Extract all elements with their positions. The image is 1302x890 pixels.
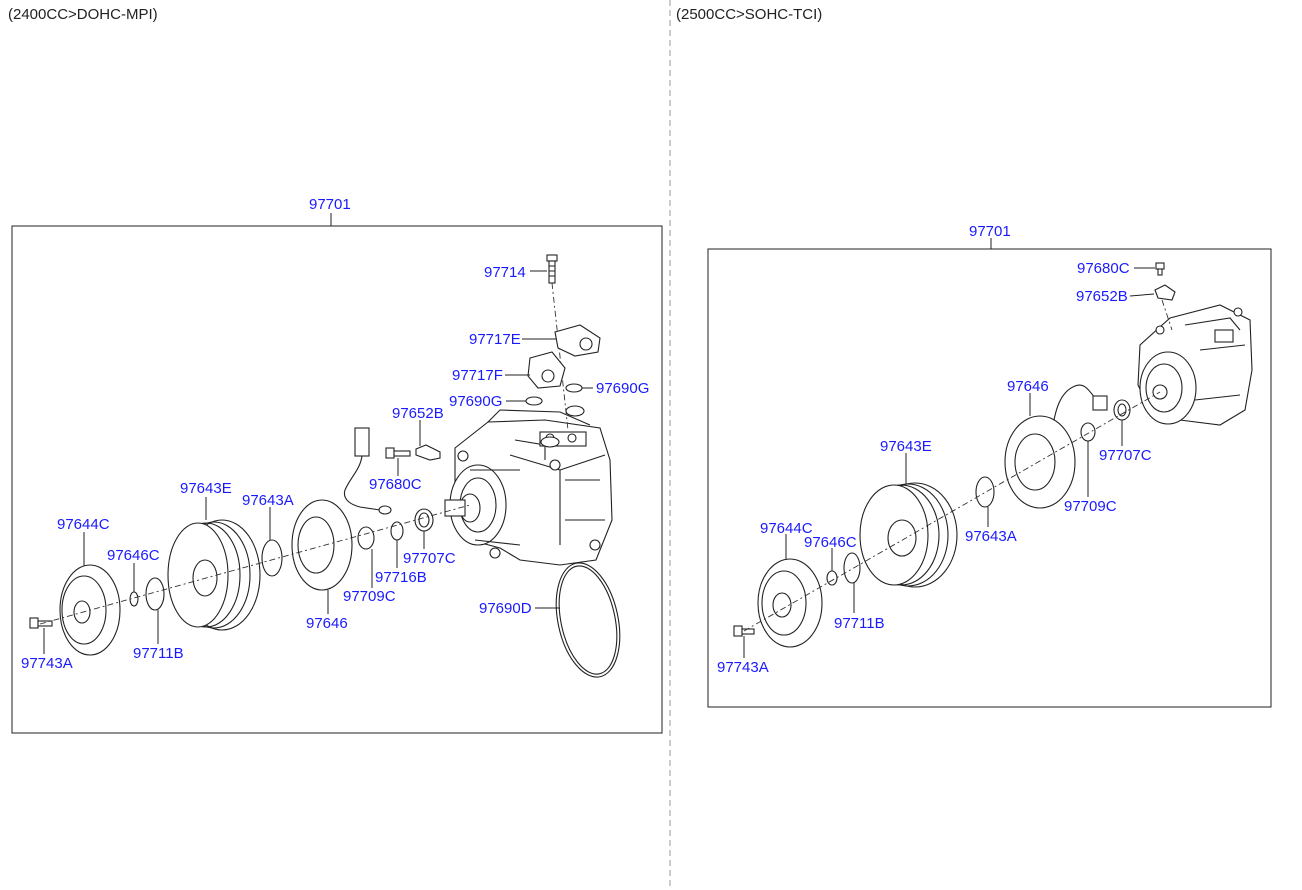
right-label-97707C[interactable]: 97707C bbox=[1099, 447, 1152, 464]
left-label-97652B[interactable]: 97652B bbox=[392, 405, 444, 422]
left-bearing-97707C bbox=[414, 508, 434, 532]
left-label-97690G-a[interactable]: 97690G bbox=[596, 380, 649, 397]
left-panel-engine-title: (2400CC>DOHC-MPI) bbox=[8, 6, 158, 23]
left-label-97643A[interactable]: 97643A bbox=[242, 492, 294, 509]
left-oring-97690G-b bbox=[525, 396, 543, 406]
left-label-97717F[interactable]: 97717F bbox=[452, 367, 503, 384]
left-label-97707C[interactable]: 97707C bbox=[403, 550, 456, 567]
left-label-97643E[interactable]: 97643E bbox=[180, 480, 232, 497]
left-fitting-97717E bbox=[554, 324, 601, 357]
right-seal-97709C bbox=[1080, 422, 1096, 442]
right-label-97646[interactable]: 97646 bbox=[1007, 378, 1049, 395]
left-label-97743A[interactable]: 97743A bbox=[21, 655, 73, 672]
right-ring-97643A bbox=[975, 476, 995, 508]
right-bracket-97652B bbox=[1154, 284, 1176, 301]
left-compressor-body bbox=[444, 409, 613, 566]
right-shim-97646C bbox=[826, 570, 838, 586]
right-pulley-97643E bbox=[859, 482, 958, 588]
right-label-97680C[interactable]: 97680C bbox=[1077, 260, 1130, 277]
right-label-97652B[interactable]: 97652B bbox=[1076, 288, 1128, 305]
right-label-97743A[interactable]: 97743A bbox=[717, 659, 769, 676]
right-leaders bbox=[743, 267, 1155, 658]
right-label-97643A[interactable]: 97643A bbox=[965, 528, 1017, 545]
right-label-97711B[interactable]: 97711B bbox=[834, 615, 885, 632]
left-label-97680C[interactable]: 97680C bbox=[369, 476, 422, 493]
left-label-97716B[interactable]: 97716B bbox=[375, 569, 427, 586]
left-label-97646C[interactable]: 97646C bbox=[107, 547, 160, 564]
left-label-97701[interactable]: 97701 bbox=[309, 196, 351, 213]
right-ring-97711B bbox=[843, 552, 861, 584]
left-wire-connector bbox=[343, 427, 392, 515]
left-bolt-97714 bbox=[546, 254, 558, 284]
left-bolt-97743A bbox=[29, 617, 53, 629]
right-label-97644C[interactable]: 97644C bbox=[760, 520, 813, 537]
left-label-97690D[interactable]: 97690D bbox=[479, 600, 532, 617]
left-label-97717E[interactable]: 97717E bbox=[469, 331, 521, 348]
left-field-coil-97646 bbox=[291, 499, 353, 591]
right-wire-connector bbox=[1051, 384, 1108, 433]
right-field-coil-97646 bbox=[1004, 415, 1076, 509]
left-ring-97643A bbox=[261, 539, 283, 577]
left-label-97714[interactable]: 97714 bbox=[484, 264, 526, 281]
right-hub-97644C bbox=[757, 558, 823, 648]
right-label-97646C[interactable]: 97646C bbox=[804, 534, 857, 551]
right-label-97709C[interactable]: 97709C bbox=[1064, 498, 1117, 515]
right-label-97701[interactable]: 97701 bbox=[969, 223, 1011, 240]
left-screw-97680C bbox=[385, 447, 411, 459]
left-ring-97711B bbox=[145, 577, 165, 611]
left-assembly-frame bbox=[11, 225, 663, 734]
left-label-97644C[interactable]: 97644C bbox=[57, 516, 110, 533]
left-bracket-97652B bbox=[415, 444, 441, 461]
left-oring-97690G-a bbox=[565, 383, 583, 393]
left-pulley-97643E bbox=[167, 519, 261, 631]
right-label-97643E[interactable]: 97643E bbox=[880, 438, 932, 455]
left-label-97690G-b[interactable]: 97690G bbox=[449, 393, 502, 410]
right-assembly-frame bbox=[707, 248, 1272, 708]
left-label-97711B[interactable]: 97711B bbox=[133, 645, 184, 662]
left-ring-97716B bbox=[390, 521, 404, 541]
left-oring-97690D bbox=[555, 562, 621, 678]
right-panel-engine-title: (2500CC>SOHC-TCI) bbox=[676, 6, 823, 23]
left-fitting-97717F bbox=[527, 351, 566, 389]
left-leaders bbox=[43, 270, 593, 654]
left-label-97646[interactable]: 97646 bbox=[306, 615, 348, 632]
right-screw-97680C bbox=[1155, 262, 1165, 276]
left-label-97709C[interactable]: 97709C bbox=[343, 588, 396, 605]
left-seal-97709C bbox=[357, 526, 375, 550]
right-compressor-body bbox=[1137, 304, 1253, 426]
